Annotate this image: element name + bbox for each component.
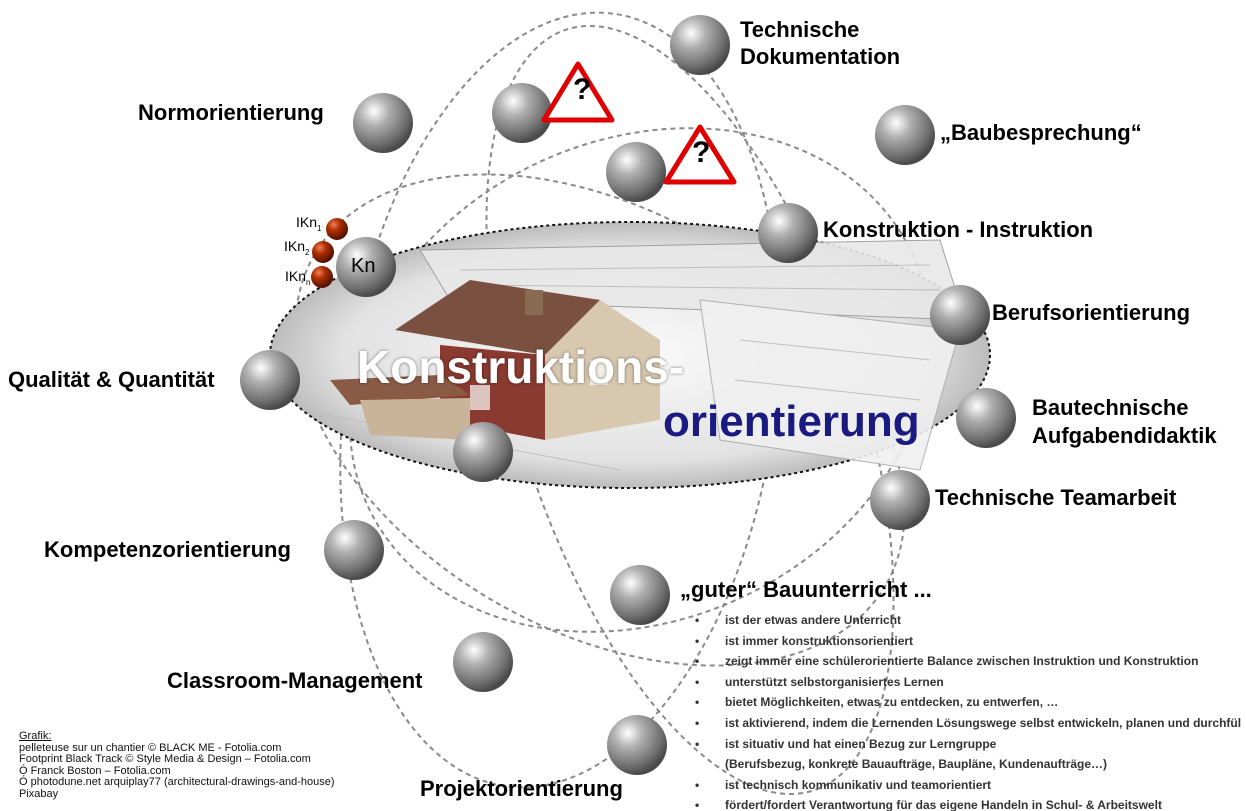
title-line-2: orientierung [663,397,920,446]
sphere-classroom [453,632,513,692]
list-item: •unterstützt selbstorganisiertes Lernen [695,674,944,689]
ikn-2-label: IKn2 [284,238,310,257]
house-image [330,280,660,440]
list-item: •fördert/fordert Verantwortung für das e… [695,798,1162,811]
label-konstruktion-instruktion: Konstruktion - Instruktion [823,217,1094,242]
image-credits: Grafik: pelleteuse sur un chantier © BLA… [19,730,335,800]
label-technische-teamarbeit: Technische Teamarbeit [935,485,1177,510]
spheres [240,15,1016,775]
sphere-kompetenz [324,520,384,580]
credits-heading: Grafik: [19,730,52,742]
warning-icon [541,61,737,185]
list-item: •ist aktivierend, indem die Lernenden Lö… [695,715,1242,730]
list-item: •ist immer konstruktionsorientiert [695,633,914,648]
bullet-list: •ist der etwas andere Unterricht •ist im… [695,610,1241,811]
label-qualitaet-quantitaet: Qualität & Quantität [8,367,215,392]
list-item: •bietet Möglichkeiten, etwas zu entdecke… [695,695,1059,710]
sphere-center [453,422,513,482]
kn-label: Kn [351,255,376,277]
sphere-unknown-2 [606,142,666,202]
sphere-konstruktion-instruktion [758,203,818,263]
sphere-ikn-n [311,266,333,288]
sphere-ikn-1 [326,218,348,240]
label-technische-dokumentation-1: Technische [740,17,860,42]
label-baubesprechung: „Baubesprechung“ [940,120,1142,145]
sphere-berufsorientierung [930,285,990,345]
credit-line: Footprint Black Track © Style Media & De… [19,753,311,765]
sphere-qualitaet [240,350,300,410]
credit-line: pelleteuse sur un chantier © BLACK ME - … [19,741,282,754]
sphere-teamarbeit [870,470,930,530]
list-item: •zeigt immer eine schülerorientierte Bal… [695,654,1199,669]
label-classroom-management: Classroom-Management [167,668,423,693]
sphere-unknown-1 [492,83,552,143]
list-item: •ist der etwas andere Unterricht [695,613,902,627]
label-projektorientierung: Projektorientierung [420,776,623,801]
credit-line: Ó Franck Boston – Fotolia.com [19,764,171,777]
sphere-baubesprechung [875,105,935,165]
credit-line: Ó photodune.net arquiplay77 (architectur… [19,776,335,788]
sphere-bautechnische [956,388,1016,448]
label-berufsorientierung: Berufsorientierung [992,300,1191,325]
sphere-guter-bauunterricht [610,565,670,625]
label-bautechnische-2: Aufgabendidaktik [1032,423,1217,448]
credit-line: Pixabay [19,787,59,800]
label-kompetenzorientierung: Kompetenzorientierung [44,537,291,562]
title-line-1: Konstruktions- [357,341,685,393]
list-item: •ist technisch kommunikativ und teamorie… [695,777,992,792]
label-normorientierung: Normorientierung [138,100,324,125]
label-technische-dokumentation-2: Dokumentation [740,44,901,69]
list-item-continuation: (Berufsbezug, konkrete Bauaufträge, Baup… [725,757,1108,772]
sphere-technische-dokumentation [670,15,730,75]
sphere-ikn-2 [312,241,334,263]
label-bautechnische-1: Bautechnische [1032,395,1189,420]
sphere-projekt [607,715,667,775]
list-item: •ist situativ und hat einen Bezug zur Le… [695,736,997,751]
question-mark-icon: ? [573,73,592,106]
ikn-1-label: IKn1 [296,214,322,233]
sphere-normorientierung [353,93,413,153]
ikn-n-label: IKnn [285,268,311,287]
sphere-kn [336,237,396,297]
question-mark-icon: ? [692,136,711,169]
label-guter-bauunterricht: „guter“ Bauunterricht ... [680,577,932,602]
